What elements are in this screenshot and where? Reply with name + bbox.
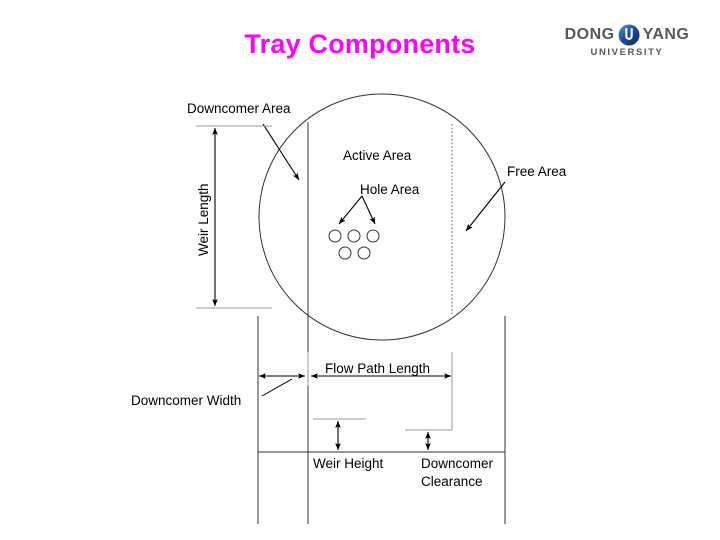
downcomer-area-leader-arrow bbox=[262, 123, 300, 181]
page-title: Tray Components bbox=[244, 29, 476, 59]
label-active-area: Active Area bbox=[343, 148, 412, 163]
hole-circle bbox=[366, 229, 380, 243]
label-downcomer-clearance-line2: Clearance bbox=[421, 474, 483, 489]
hole-area-leader-arrow-right bbox=[361, 195, 376, 225]
label-downcomer-area: Downcomer Area bbox=[187, 101, 291, 116]
logo-wordmark: DONG YANG bbox=[552, 24, 702, 46]
logo-word-left: DONG bbox=[564, 26, 615, 43]
university-logo: DONG YANG UNIVERSITY bbox=[552, 16, 702, 64]
label-weir-length: Weir Length bbox=[196, 183, 211, 256]
hole-circle bbox=[328, 229, 342, 243]
label-downcomer-clearance-line1: Downcomer bbox=[421, 456, 494, 471]
free-area-leader-arrow bbox=[465, 181, 506, 232]
label-weir-height: Weir Height bbox=[313, 456, 384, 471]
logo-word-right: YANG bbox=[642, 26, 690, 43]
hole-area-leader-arrow-left bbox=[338, 195, 363, 225]
hole-circle bbox=[357, 246, 371, 260]
hole-circle bbox=[338, 246, 352, 260]
logo-subtitle: UNIVERSITY bbox=[590, 47, 664, 58]
downcomer-width-leader-line bbox=[261, 378, 293, 397]
tray-outline-circle bbox=[258, 93, 506, 341]
university-emblem-icon bbox=[618, 24, 640, 46]
label-downcomer-width: Downcomer Width bbox=[131, 393, 242, 408]
hole-circle bbox=[347, 229, 361, 243]
label-free-area: Free Area bbox=[507, 164, 567, 179]
hole-group bbox=[328, 229, 380, 260]
label-hole-area: Hole Area bbox=[360, 182, 420, 197]
label-flow-path-length: Flow Path Length bbox=[325, 361, 431, 376]
